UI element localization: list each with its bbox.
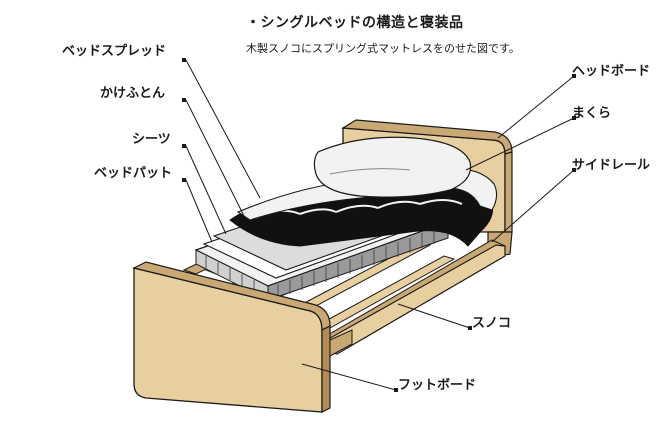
headboard-side-edge xyxy=(505,152,512,232)
label-siderail: サイドレール xyxy=(572,154,650,173)
label-pillow: まくら xyxy=(572,102,611,121)
leader-headboard xyxy=(498,76,574,138)
label-bedpad: ベッドパット xyxy=(94,162,172,181)
label-headboard: ヘッドボード xyxy=(572,60,650,79)
label-comforter: かけふとん xyxy=(100,82,165,101)
leader-comforter xyxy=(186,100,244,216)
leader-slats xyxy=(398,304,470,328)
footboard-side-edge xyxy=(322,326,330,412)
diagram-title: ・シングルベッドの構造と寝装品 xyxy=(246,12,464,32)
leader-bedspread xyxy=(186,60,260,198)
pillow xyxy=(314,137,470,197)
label-bedspread: ベッドスプレッド xyxy=(62,40,166,59)
label-footboard: フットボード xyxy=(398,374,476,393)
leader-bedpad xyxy=(186,180,212,242)
diagram-subtitle: 木製スノコにスプリング式マットレスをのせた図です。 xyxy=(246,40,520,56)
label-sheets: シーツ xyxy=(132,128,171,147)
leader-sheets xyxy=(186,146,226,234)
label-slats: スノコ xyxy=(472,312,511,331)
pillow-body xyxy=(314,137,470,197)
